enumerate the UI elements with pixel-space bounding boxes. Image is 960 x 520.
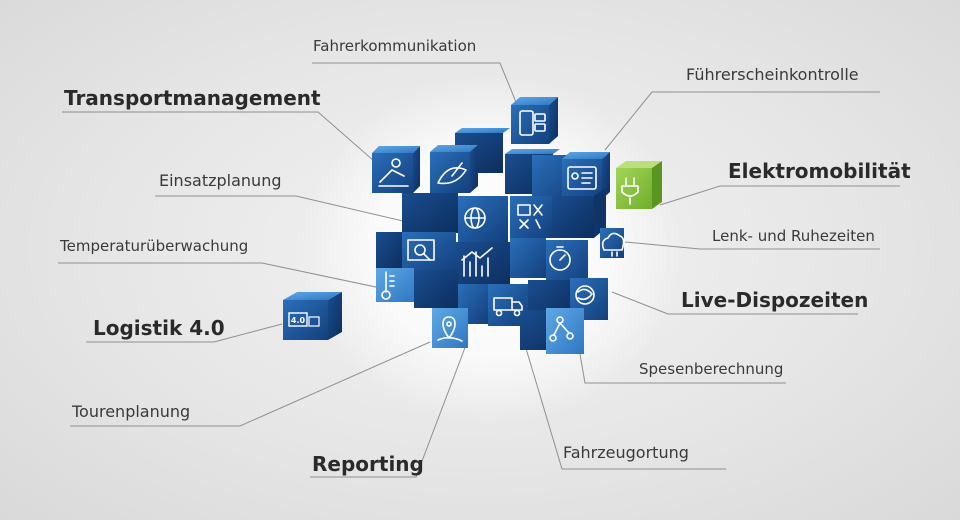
- elektromobilitaet-cube: [616, 161, 662, 209]
- label-live-dispozeiten: Live-Dispozeiten: [681, 288, 869, 312]
- logistik-badge-icon: 4.0: [288, 312, 320, 327]
- tools-icon: [517, 204, 543, 229]
- logistik-badge-text: 4.0: [291, 316, 306, 325]
- chat-phone-icon: [519, 110, 546, 136]
- network-icon: [549, 316, 574, 342]
- label-spesenberechnung: Spesenberechnung: [639, 360, 784, 378]
- transport-icon: [378, 158, 409, 187]
- map-icon: [407, 239, 435, 261]
- label-temperaturueberwachung: Temperaturüberwachung: [60, 237, 249, 255]
- chart-icon: [461, 247, 493, 277]
- license-card-icon: [567, 166, 597, 190]
- label-lenk-ruhezeiten: Lenk- und Ruhezeiten: [712, 227, 875, 245]
- label-elektromobilitaet: Elektromobilität: [728, 159, 911, 183]
- truck-icon: [493, 297, 523, 317]
- globe-icon: [464, 207, 486, 229]
- map-globe-icon: [575, 285, 595, 305]
- label-fuehrerscheinkontrolle: Führerscheinkontrolle: [686, 65, 859, 84]
- label-fahrzeugortung: Fahrzeugortung: [563, 443, 689, 462]
- logistik-cube: [283, 292, 342, 340]
- thermometer-icon: [381, 271, 395, 300]
- cloud-icon: [601, 232, 625, 257]
- main-cube: [372, 97, 624, 354]
- satellite-dish-icon: [437, 162, 467, 185]
- plug-icon: [621, 177, 639, 205]
- label-fahrerkommunikation: Fahrerkommunikation: [313, 37, 477, 55]
- label-einsatzplanung: Einsatzplanung: [159, 171, 282, 190]
- label-reporting: Reporting: [312, 452, 424, 476]
- connector-lines: [58, 62, 900, 478]
- stopwatch-icon: [549, 246, 571, 271]
- label-transportmanagement: Transportmanagement: [64, 86, 321, 110]
- location-pin-icon: [437, 316, 463, 342]
- label-logistik: Logistik 4.0: [93, 316, 225, 340]
- label-tourenplanung: Tourenplanung: [72, 402, 191, 421]
